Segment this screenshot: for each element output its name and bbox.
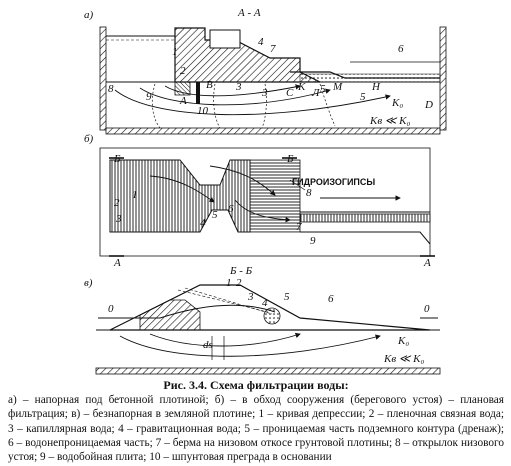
hydroisohypse-label: ГИДРОИЗОГИПСЫ — [292, 177, 375, 187]
letter-a-M: М — [332, 81, 343, 93]
caption-body: а) – напорная под бетонной плотиной; б) … — [8, 394, 504, 464]
label-a-2: 2 — [180, 65, 186, 77]
panel-c-section: Б - Б — [229, 265, 253, 277]
label-a-6: 6 — [398, 43, 404, 55]
panel-a: а) А - А 1 2 3 4 5 6 — [84, 7, 447, 135]
panel-b-letter: б) — [84, 133, 94, 145]
figure-caption: Рис. 3.4. Схема фильтрации воды: а) – на… — [8, 378, 504, 464]
letter-a-C: С — [286, 87, 294, 99]
caption-title: Рис. 3.4. Схема фильтрации воды: — [163, 378, 349, 392]
label-c-6: 6 — [328, 293, 334, 305]
panel-a-letter: а) — [84, 9, 94, 21]
section-mark-a2: А — [423, 257, 431, 269]
letter-a-D: D — [424, 99, 433, 111]
label-b-9: 9 — [310, 235, 316, 247]
label-c-2: 2 — [236, 277, 242, 289]
label-c-krel: Kв ≪ K₀ — [383, 353, 424, 365]
letter-a-K: К — [297, 81, 306, 93]
letter-a-N: Н — [371, 81, 381, 93]
label-b-1: 1 — [132, 189, 138, 201]
section-mark-a1: А — [113, 257, 121, 269]
letter-a-L: Л — [311, 87, 320, 99]
label-b-3: 3 — [115, 213, 122, 225]
label-a-4: 4 — [258, 36, 264, 48]
label-b-4: 4 — [200, 217, 206, 229]
label-c-dim: ds — [203, 339, 213, 351]
label-a-5: 5 — [320, 83, 326, 95]
label-a-krel: Kв ≪ K₀ — [369, 115, 410, 127]
label-a-7: 7 — [270, 43, 276, 55]
label-b-8: 8 — [306, 187, 312, 199]
label-c-zero-left: 0 — [108, 303, 114, 315]
label-a-3b: 3 — [261, 87, 268, 99]
panel-a-section: А - А — [237, 7, 261, 19]
label-c-k0: K₀ — [397, 335, 409, 347]
section-mark-b2: Б — [286, 153, 294, 165]
panel-c-letter: в) — [84, 277, 93, 289]
panel-b: б) Б Б А А ГИДРОИЗОГИПСЫ 1 2 3 4 5 6 7 8 — [84, 133, 435, 269]
label-c-1: 1 — [226, 277, 232, 289]
label-c-zero-right: 0 — [424, 303, 430, 315]
letter-a-A: А — [179, 95, 187, 107]
letter-a-B: В — [206, 79, 213, 91]
label-b-6: 6 — [228, 203, 234, 215]
label-a-8: 8 — [108, 83, 114, 95]
label-a-3: 3 — [235, 81, 242, 93]
label-a-1: 1 — [172, 46, 178, 58]
label-b-7: 7 — [296, 221, 302, 233]
filtration-scheme-figure: а) А - А 1 2 3 4 5 6 — [84, 7, 447, 375]
label-b-5: 5 — [212, 209, 218, 221]
label-a-9: 9 — [146, 91, 152, 103]
label-b-2: 2 — [114, 197, 120, 209]
label-a-10: 10 — [197, 105, 209, 117]
label-c-5: 5 — [284, 291, 290, 303]
label-a-k0: K₀ — [391, 97, 403, 109]
label-c-3: 3 — [247, 291, 254, 303]
label-a-5b: 5 — [360, 91, 366, 103]
section-mark-b1: Б — [113, 153, 121, 165]
label-c-4: 4 — [262, 297, 268, 309]
panel-c: Б - Б в) 1 2 3 4 5 6 0 0 K₀ Kв ≪ K₀ ds — [84, 265, 441, 375]
